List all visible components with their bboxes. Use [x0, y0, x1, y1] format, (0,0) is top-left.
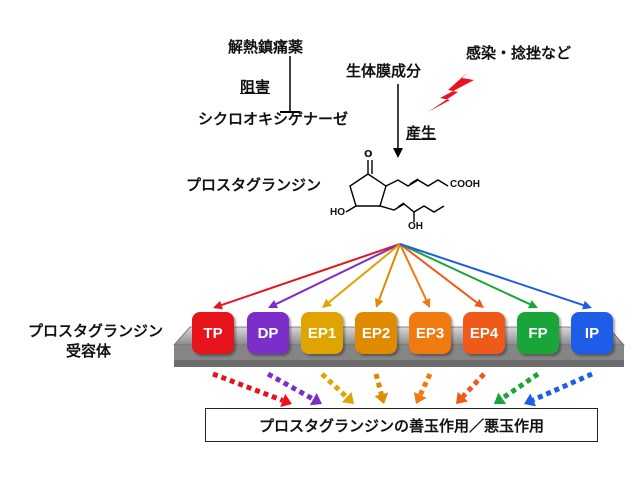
effect-arrowhead-ep3	[413, 391, 427, 404]
molecule-hydroxyl-bottom: OH	[408, 221, 423, 232]
receptor-ep2: EP2	[355, 312, 397, 354]
effect-arrowhead-tp	[280, 393, 292, 407]
arrow-to-ep4	[399, 243, 478, 304]
arrowhead-to-ep1	[322, 298, 332, 308]
production-arrowhead	[393, 148, 403, 158]
result-label: プロスタグランジンの善玉作用／悪玉作用	[258, 416, 544, 435]
arrowhead-to-dp	[268, 300, 279, 309]
receptor-arrows	[213, 243, 592, 310]
receptor-ep4: EP4	[463, 312, 505, 354]
effect-arrows	[212, 371, 594, 407]
nsaid-label: 解熱鎮痛薬	[228, 38, 304, 56]
arrowhead-to-ep4	[474, 298, 484, 308]
cox-label: シクロオキシゲナーゼ	[198, 110, 349, 128]
arrowhead-to-tp	[213, 300, 223, 310]
effect-arrowhead-ep1	[341, 392, 354, 404]
arrow-to-ep2	[378, 243, 401, 300]
effect-arrow-tp	[212, 371, 284, 403]
effect-arrow-ep4	[460, 372, 486, 399]
arrowhead-to-fp	[527, 300, 538, 309]
effect-arrow-ep2	[373, 373, 384, 395]
produce-label: 産生	[406, 124, 437, 142]
effect-arrow-fp	[500, 371, 540, 401]
receptor-tp: TP	[192, 312, 234, 354]
effect-arrow-ep1	[320, 372, 349, 399]
prostaglandin-label: プロスタグランジン	[186, 176, 322, 194]
result-box: プロスタグランジンの善玉作用／悪玉作用	[205, 408, 598, 442]
arrowhead-to-ip	[582, 300, 592, 310]
stimulus-label: 感染・捻挫など	[466, 44, 572, 62]
receptor-fp: FP	[517, 312, 559, 354]
inhibit-label: 阻害	[240, 78, 271, 96]
effect-arrowhead-dp	[309, 393, 322, 406]
molecule-hydroxyl-left: HO	[330, 207, 345, 218]
receptor-ep1: EP1	[301, 312, 343, 354]
receptor-dp: DP	[247, 312, 289, 354]
arrow-to-tp	[221, 243, 401, 307]
arrow-to-ip	[399, 243, 584, 307]
arrowhead-to-ep3	[422, 297, 431, 308]
arrow-to-ep3	[399, 243, 428, 301]
receptor-ep3: EP3	[409, 312, 451, 354]
arrow-to-fp	[399, 243, 531, 306]
effect-arrowhead-fp	[494, 392, 507, 405]
arrow-to-ep1	[328, 243, 401, 304]
membrane-component-label: 生体膜成分	[346, 62, 422, 80]
arrowhead-to-ep2	[374, 297, 384, 308]
molecule-ketone: O	[364, 149, 373, 160]
effect-arrowhead-ep4	[456, 391, 468, 404]
prostaglandin-structure-icon	[345, 160, 449, 222]
lightning-icon	[428, 72, 474, 112]
effect-arrowhead-ep2	[374, 392, 389, 404]
effect-arrow-ep3	[417, 372, 433, 396]
receptor-label-line1: プロスタグランジン	[28, 322, 164, 340]
molecule-acid: COOH	[450, 179, 480, 190]
effect-arrowhead-ip	[524, 393, 536, 407]
arrow-to-dp	[275, 243, 401, 305]
receptor-ip: IP	[571, 312, 613, 354]
effect-arrow-ip	[532, 371, 594, 403]
receptor-label-line2: 受容体	[66, 342, 112, 360]
